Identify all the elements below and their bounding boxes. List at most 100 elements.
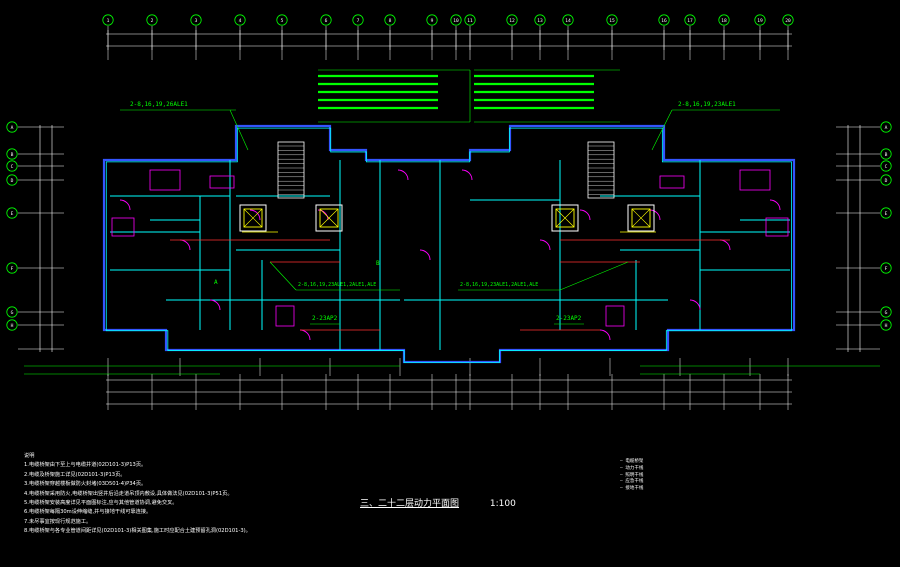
door-swing	[599, 329, 611, 341]
door-swing	[249, 209, 261, 221]
grid-bubble-right: E	[880, 207, 892, 219]
unit-b-label: B	[376, 260, 380, 267]
grid-bubble-circle	[562, 14, 574, 26]
grid-bubble-label: 1	[107, 18, 110, 24]
grid-bubble-right: H	[880, 319, 892, 331]
annotation-leader	[651, 109, 673, 151]
grid-bubble-label: H	[885, 323, 888, 329]
grid-bubble-circle	[276, 14, 288, 26]
grid-bubble-label: 6	[325, 18, 328, 24]
grid-bubble-circle	[6, 319, 18, 331]
annotations: 2-8,16,19,26ALE1 2-8,16,19,23ALE1 2-8,16…	[130, 101, 736, 322]
fixture	[149, 169, 181, 191]
grid-bubble-label: G	[885, 310, 888, 316]
grid-bubble-circle	[190, 14, 202, 26]
grid-bubble-left: A	[6, 121, 18, 133]
stair-core	[587, 141, 615, 199]
legend-item: — 电缆桥架	[620, 459, 644, 464]
legend-item: — 接地干线	[620, 486, 644, 492]
door-swing	[317, 209, 329, 221]
grid-bubble-label: 19	[757, 18, 763, 24]
grid-bubble-circle	[880, 207, 892, 219]
elevator-cross	[631, 208, 651, 228]
grid-bubble-top: 10	[450, 14, 462, 26]
note-item: 1.电缆桥架由下至上与电缆井道(02D101-3)P13页。	[24, 462, 147, 469]
note-item: 6.电缆桥架每隔30m设伸缩缝,并与接地干线可靠连接。	[24, 509, 152, 516]
grid-bubble-top: 2	[146, 14, 158, 26]
door-swing	[179, 239, 191, 251]
legend: — 电缆桥架 — 动力干线 — 照明干线 — 应急干线 — 接地干线	[620, 459, 643, 493]
grid-bubble-circle	[718, 14, 730, 26]
legend-item: — 应急干线	[620, 479, 644, 485]
panel-box-left: 2-23AP2	[312, 315, 338, 322]
drawing-title: 三、二十二层动力平面图	[360, 499, 460, 509]
grid-bubble-label: 14	[565, 18, 571, 24]
grid-bubble-label: 11	[467, 18, 473, 24]
elevator-car	[243, 208, 263, 228]
grid-bubble-top: 14	[562, 14, 574, 26]
grid-bubble-right: F	[880, 262, 892, 274]
legend-item: — 动力干线	[620, 465, 644, 471]
grid-bubble-label: E	[885, 211, 888, 217]
stair-core	[277, 141, 305, 199]
grid-bubble-label: 20	[785, 18, 791, 24]
grid-bubble-circle	[6, 174, 18, 186]
grid-bubble-top: 11	[464, 14, 476, 26]
grid-bubble-circle	[606, 14, 618, 26]
grid-bubble-label: 15	[609, 18, 615, 24]
fixture	[111, 217, 135, 237]
note-item: 8.电缆桥架与各专业管道间距详见(02D101-3)相关图集,施工时应配合土建预…	[24, 528, 251, 535]
grid-bubble-circle	[880, 319, 892, 331]
unit-a-label: A	[214, 279, 218, 286]
grid-bubble-right: B	[880, 148, 892, 160]
legend-item: — 照明干线	[620, 472, 644, 478]
grid-bubble-label: E	[11, 211, 14, 217]
grid-bubble-label: 9	[431, 18, 434, 24]
grid-bubble-left: B	[6, 148, 18, 160]
grid-bubble-top: 18	[718, 14, 730, 26]
grid-bubble-label: B	[885, 152, 888, 158]
dimension-lines	[39, 30, 861, 410]
grid-bubble-top: 15	[606, 14, 618, 26]
grid-bubble-circle	[880, 148, 892, 160]
grid-bubble-top: 1	[102, 14, 114, 26]
grid-bubble-label: 13	[537, 18, 543, 24]
grid-bubble-top: 20	[782, 14, 794, 26]
grid-bubble-circle	[6, 306, 18, 318]
grid-bubble-circle	[234, 14, 246, 26]
grid-bubble-circle	[880, 174, 892, 186]
grid-bubble-circle	[506, 14, 518, 26]
grid-bubble-top: 8	[384, 14, 396, 26]
grid-bubble-circle	[6, 207, 18, 219]
grid-bubble-top: 19	[754, 14, 766, 26]
grid-bubble-left: C	[6, 160, 18, 172]
grid-bubble-right: A	[880, 121, 892, 133]
grid-bubble-right: D	[880, 174, 892, 186]
grid-bubble-top: 16	[658, 14, 670, 26]
grid-bubble-circle	[146, 14, 158, 26]
door-swing	[769, 199, 781, 211]
grid-bubble-label: 2	[151, 18, 154, 24]
design-notes: 说明 1.电缆桥架由下至上与电缆井道(02D101-3)P13页。 2.电缆及桥…	[24, 452, 454, 537]
door-swing	[397, 169, 409, 181]
note-item: 5.电缆桥架安装高度详见平面图标注,应与其他管道协调,避免交叉。	[24, 500, 178, 507]
grid-bubble-circle	[464, 14, 476, 26]
grid-bubble-right: C	[880, 160, 892, 172]
drawing-title-block: 三、二十二层动力平面图 1:100	[360, 496, 516, 509]
elevator-car	[631, 208, 651, 228]
grid-bubble-label: F	[11, 266, 14, 272]
door-swing	[579, 209, 591, 221]
grid-bubble-label: A	[11, 125, 14, 131]
grid-bubble-label: 18	[721, 18, 727, 24]
grid-bubble-top: 4	[234, 14, 246, 26]
grid-bubble-top: 5	[276, 14, 288, 26]
notes-heading: 说明	[24, 453, 35, 459]
grid-bubble-label: 17	[687, 18, 693, 24]
building-outline	[102, 124, 796, 364]
grid-bubble-label: 12	[509, 18, 515, 24]
grid-bubble-label: A	[885, 125, 888, 131]
elevator-shaft	[239, 204, 267, 232]
fixture	[739, 169, 771, 191]
grid-bubble-right: G	[880, 306, 892, 318]
